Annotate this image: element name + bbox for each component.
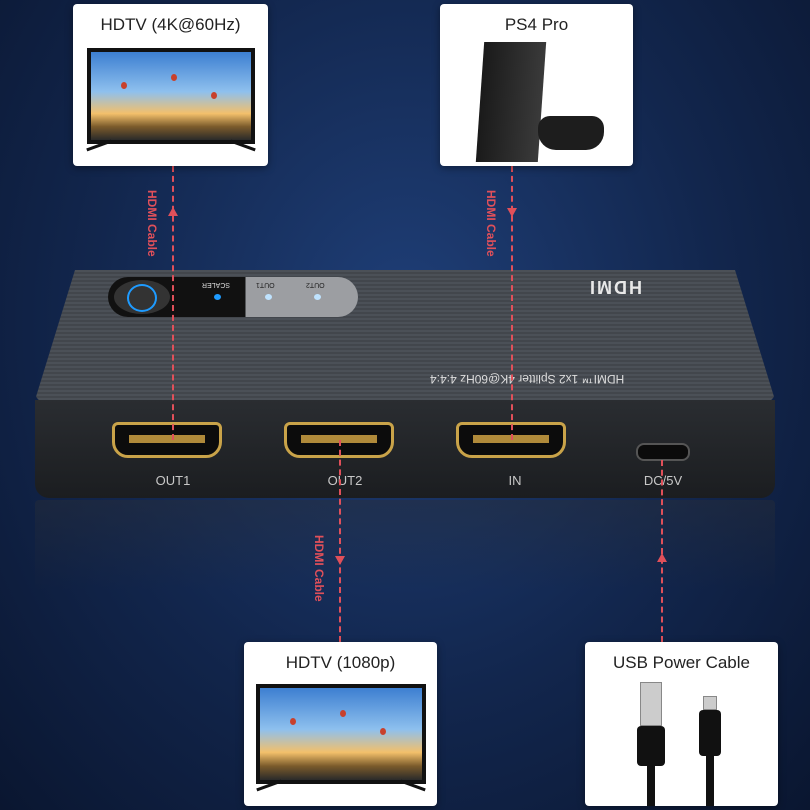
hdmi-logo: HDMI [588, 277, 642, 297]
card-title: PS4 Pro [504, 15, 569, 34]
usb-a-plug-image [640, 682, 662, 726]
arrow-up-icon [168, 207, 178, 216]
scaler-button[interactable] [114, 280, 170, 314]
control-panel: SCALER OUT1 OUT2 [108, 277, 358, 317]
card-title: HDTV (4K@60Hz) [100, 15, 241, 34]
arrow-down-icon [335, 556, 345, 565]
ps4-console-image [475, 42, 547, 162]
port-out1 [112, 422, 222, 458]
led-scaler [214, 294, 221, 300]
port-label-in: IN [508, 473, 522, 488]
indicator-label-scaler: SCALER [202, 281, 231, 288]
cable-line-power [661, 460, 663, 642]
cable-label-out1: HDMI Cable [145, 190, 159, 257]
led-out2 [314, 294, 321, 300]
cable-line-out1 [172, 166, 174, 440]
micro-usb-plug-image [703, 696, 717, 710]
cable-line-in [511, 166, 513, 440]
indicator-label-out1: OUT1 [256, 281, 275, 288]
card-ps4: PS4 Pro [440, 4, 633, 166]
tv-image [86, 48, 255, 144]
usb-cable [647, 766, 655, 806]
arrow-down-icon [507, 208, 517, 217]
card-hdtv-1080p: HDTV (1080p) [244, 642, 437, 806]
cable-label-out2: HDMI Cable [312, 535, 326, 602]
led-out1 [265, 294, 272, 300]
device-reflection [35, 500, 775, 590]
usb-plug-body [637, 726, 665, 766]
cable-line-out2 [339, 440, 341, 642]
port-label-dc: DC/5V [643, 473, 683, 488]
controller-image [538, 116, 604, 150]
port-label-out2: OUT2 [327, 473, 363, 488]
port-label-out1: OUT1 [155, 473, 191, 488]
indicator-label-out2: OUT2 [306, 281, 325, 288]
arrow-up-icon [657, 553, 667, 562]
port-dc [636, 443, 690, 461]
micro-usb-body [699, 710, 721, 756]
micro-usb-cable [706, 756, 714, 806]
card-usb-power: USB Power Cable [585, 642, 778, 806]
cable-label-in: HDMI Cable [484, 190, 498, 257]
tv-image [255, 684, 426, 784]
card-title: USB Power Cable [612, 653, 750, 672]
card-title: HDTV (1080p) [285, 653, 396, 672]
model-text: HDMI™ 1x2 Splitter 4K@60Hz 4:4:4 [430, 372, 625, 386]
card-hdtv-4k: HDTV (4K@60Hz) [73, 4, 268, 166]
